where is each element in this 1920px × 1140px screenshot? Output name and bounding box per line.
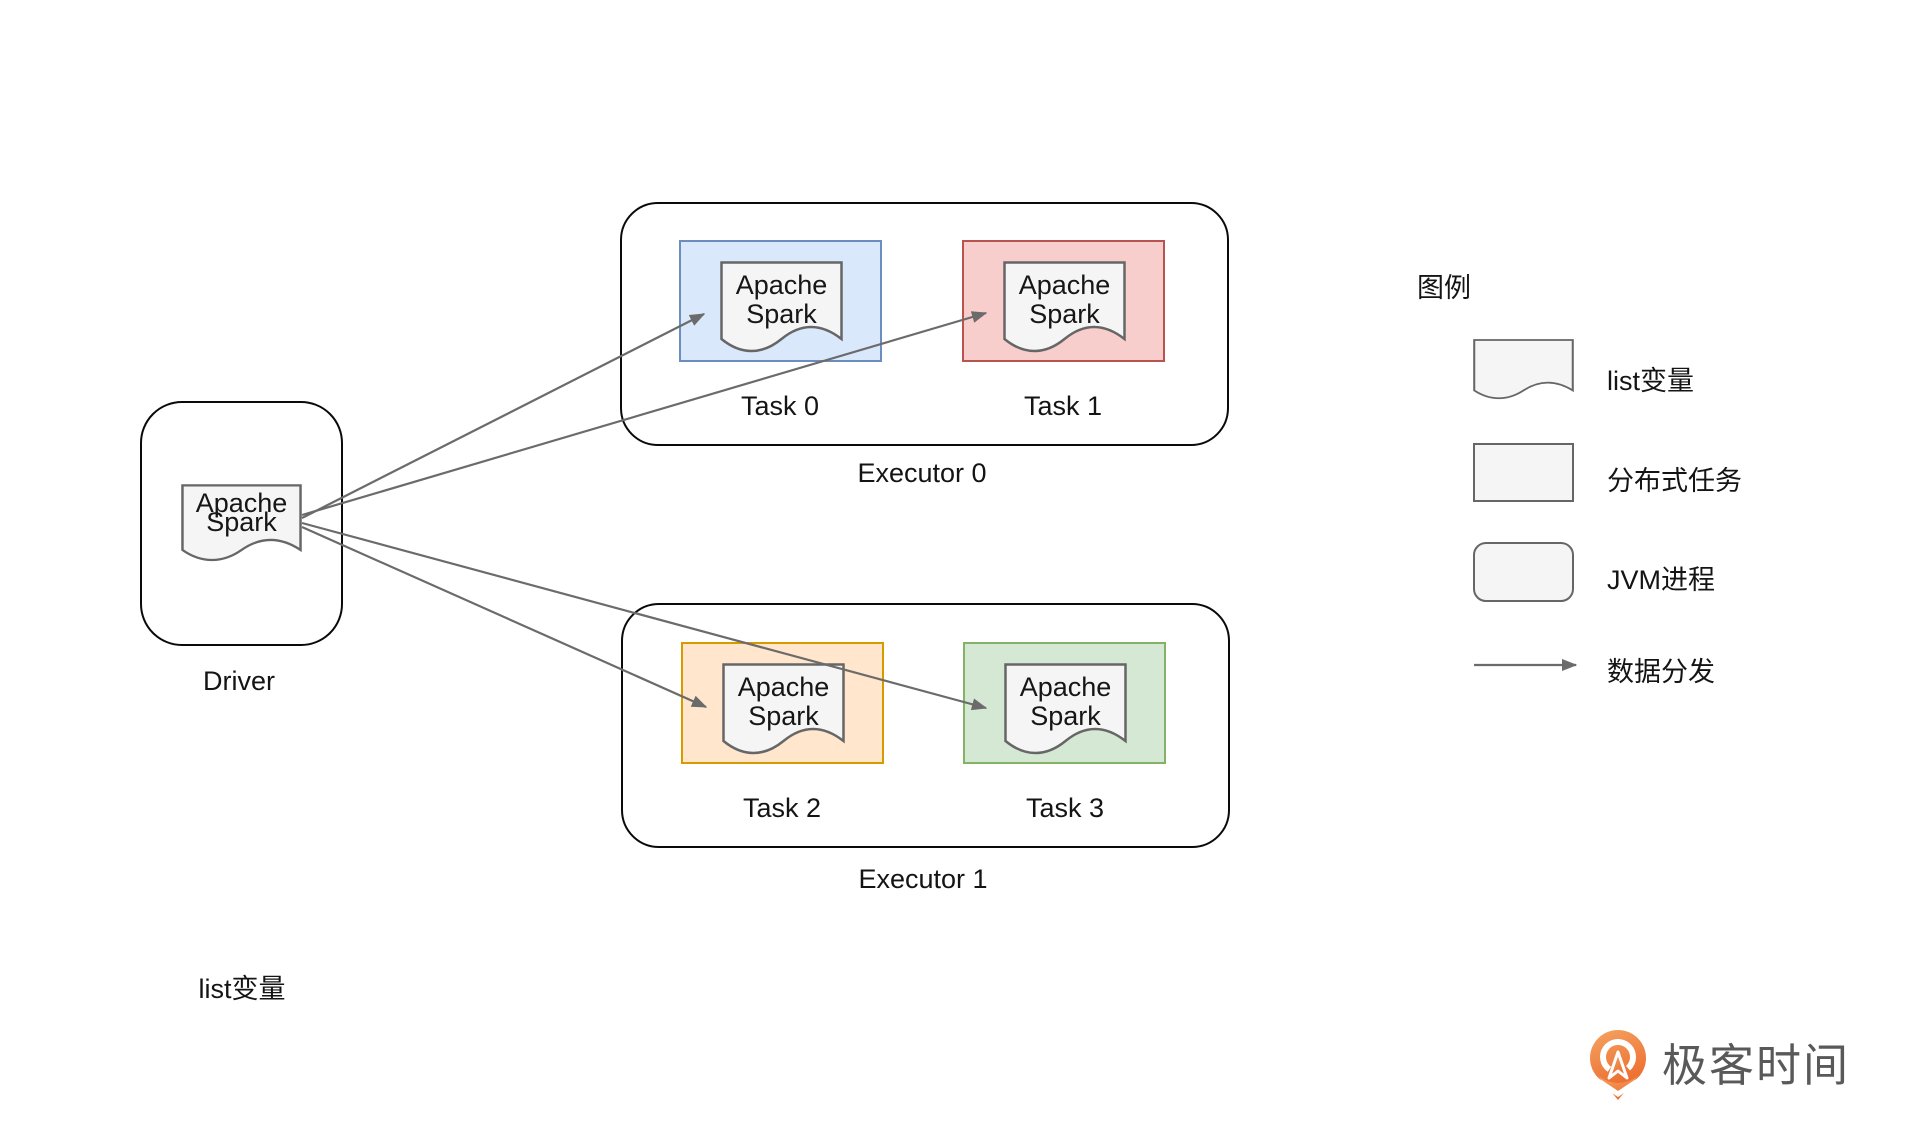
driver-label: Driver <box>203 666 275 696</box>
task1-document-text: Apache Spark <box>1018 269 1111 329</box>
legend-arrow-shape <box>1474 658 1578 672</box>
legend-rounded-rectangle-shape <box>1473 542 1574 602</box>
legend-label-jvm-process: JVM进程 <box>1607 565 1715 595</box>
driver-box: Apache Spark list变量 <box>140 401 343 1004</box>
task2-document: Apache Spark <box>722 663 845 760</box>
document-shape-icon <box>181 484 302 561</box>
driver-list-document: Apache Spark <box>181 484 302 566</box>
legend-title: 图例 <box>1417 273 1471 303</box>
driver-document-text: Apache Spark <box>195 488 288 537</box>
task3-document: Apache Spark <box>1004 663 1127 760</box>
task0-label: Task 0 <box>740 391 820 421</box>
task0-document-text: Apache Spark <box>735 269 828 329</box>
task3-document-text: Apache Spark <box>1019 671 1112 731</box>
task1-label: Task 1 <box>1023 391 1103 421</box>
legend-label-data-distribution: 数据分发 <box>1607 657 1715 687</box>
task0-box: Apache Spark <box>679 240 882 362</box>
document-shape-icon <box>1473 339 1574 400</box>
geektime-logo-icon <box>1590 1030 1646 1100</box>
document-shape-icon <box>1004 663 1127 755</box>
task2-label: Task 2 <box>742 793 822 823</box>
legend-label-distributed-task: 分布式任务 <box>1607 466 1742 496</box>
task2-box: Apache Spark <box>681 642 884 764</box>
brand-name: 极客时间 <box>1662 1040 1851 1091</box>
legend-rectangle-shape <box>1473 443 1574 502</box>
executor1-label: Executor 1 <box>858 864 988 894</box>
task0-document: Apache Spark <box>720 261 843 358</box>
legend-label-list-variable: list变量 <box>1607 366 1694 396</box>
task2-document-text: Apache Spark <box>737 671 830 731</box>
task3-box: Apache Spark <box>963 642 1166 764</box>
driver-variable-label: list变量 <box>198 974 286 1004</box>
task1-document: Apache Spark <box>1003 261 1126 358</box>
executor0-label: Executor 0 <box>857 458 987 488</box>
task3-label: Task 3 <box>1025 793 1105 823</box>
legend-document-shape <box>1473 339 1574 403</box>
brand-watermark: 极客时间 <box>1588 1030 1850 1102</box>
document-shape-icon <box>1003 261 1126 353</box>
task1-box: Apache Spark <box>962 240 1165 362</box>
